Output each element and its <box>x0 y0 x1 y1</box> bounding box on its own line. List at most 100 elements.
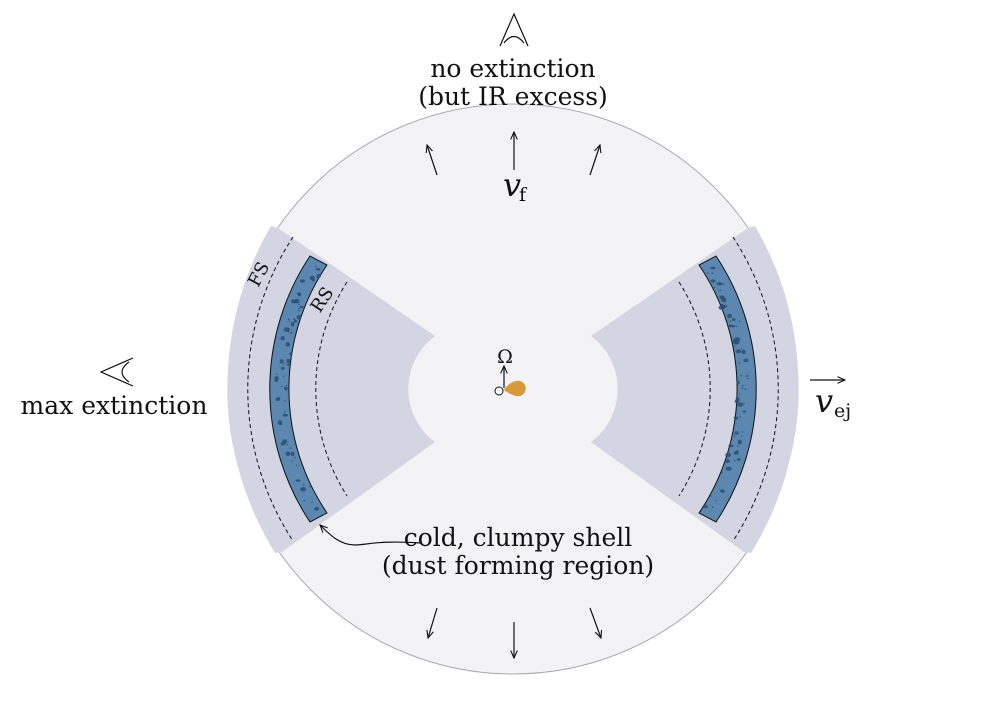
forward-shock-left <box>247 236 294 542</box>
dust-clump <box>736 458 741 461</box>
shell-label-line1: cold, clumpy shell <box>404 523 633 552</box>
dust-clump <box>284 386 288 391</box>
dust-clump <box>737 445 739 447</box>
dust-clump <box>298 303 300 306</box>
dust-clump <box>743 358 749 363</box>
dust-clump <box>742 384 744 387</box>
arrow-down-left <box>428 607 438 638</box>
shell-label-line2: (dust forming region) <box>382 551 654 580</box>
dust-clump <box>284 411 286 413</box>
dust-clump <box>284 400 286 402</box>
dust-clump <box>279 359 284 364</box>
dust-clump <box>288 343 290 346</box>
dust-clump <box>744 388 746 391</box>
arrow-up-right <box>589 145 600 176</box>
dust-clumps-right <box>702 266 749 509</box>
dust-clump <box>719 295 725 300</box>
dust-clump <box>280 385 283 388</box>
dust-clump <box>727 313 732 319</box>
dust-clump <box>742 410 747 413</box>
dust-clump <box>309 485 311 488</box>
dust-clump <box>294 318 296 321</box>
dust-clump <box>285 451 291 457</box>
dust-clump <box>283 363 285 365</box>
dust-clump <box>289 352 293 356</box>
v-f-symbol: v <box>503 166 521 204</box>
dust-clump <box>737 439 743 445</box>
dust-clump <box>731 318 736 321</box>
dust-clump <box>315 265 317 268</box>
dust-clump <box>293 320 298 323</box>
dust-clump <box>298 310 300 312</box>
dust-clump <box>294 443 297 445</box>
dust-clump <box>314 507 320 511</box>
dust-clump <box>288 318 290 321</box>
dust-clump <box>710 279 716 283</box>
v-ej-subscript: ej <box>834 400 851 422</box>
dust-clump <box>745 375 747 377</box>
dust-clump <box>299 279 306 283</box>
dust-clump <box>302 486 305 489</box>
dust-shell-left <box>269 255 328 523</box>
dust-clump <box>298 307 300 310</box>
top-observer-label-line2: (but IR excess) <box>418 82 608 111</box>
dust-clump <box>733 459 736 462</box>
dust-clump <box>286 358 291 364</box>
dust-clump <box>741 431 743 433</box>
companion-star <box>504 380 526 397</box>
dust-clump <box>274 378 279 383</box>
dust-clump <box>296 314 302 320</box>
dust-clump <box>728 444 734 448</box>
dust-clump <box>733 345 736 348</box>
dust-clump <box>734 431 739 435</box>
dust-clump <box>280 336 285 341</box>
dust-clump <box>295 464 298 466</box>
polar-velocity-arrows <box>320 132 845 658</box>
arrow-shell-pointer <box>320 525 421 546</box>
white-dwarf <box>494 386 504 396</box>
dust-clump <box>285 342 291 347</box>
top-observer-label-line1: no extinction <box>430 54 595 83</box>
dust-clump <box>287 330 290 333</box>
dust-clump <box>291 460 293 462</box>
reverse-shock-right <box>678 281 711 497</box>
dust-clump <box>297 292 302 297</box>
dust-clump <box>735 450 739 455</box>
dust-clump <box>280 366 285 370</box>
right-equatorial-ejecta <box>591 226 799 553</box>
dust-clump <box>738 362 740 364</box>
dust-clump <box>290 331 293 334</box>
dust-clump <box>729 324 731 326</box>
dust-clump <box>715 499 717 502</box>
dust-clump <box>711 506 714 509</box>
dust-clump <box>740 348 743 350</box>
arrow-up-left <box>427 145 438 176</box>
dust-clump <box>725 452 732 458</box>
dust-shell-right <box>698 255 757 523</box>
v-f-subscript: f <box>519 184 528 206</box>
dust-clump <box>747 377 749 380</box>
dust-clump <box>737 402 744 407</box>
dust-clump <box>316 273 322 278</box>
dust-clump <box>740 435 743 437</box>
dust-clump <box>311 501 313 504</box>
arrow-down-right <box>589 607 601 638</box>
dust-clump <box>286 443 289 446</box>
dust-clump <box>294 456 296 459</box>
dust-clump <box>288 320 291 323</box>
dust-clump <box>747 375 749 377</box>
dust-clump <box>741 387 744 389</box>
dust-clump <box>283 327 290 332</box>
dust-clump <box>739 393 741 395</box>
eye-icon <box>499 12 529 47</box>
dust-clump <box>286 363 292 366</box>
dust-clump <box>736 380 740 385</box>
dust-clump <box>285 385 288 387</box>
dust-clump <box>302 483 305 486</box>
dust-clump <box>282 375 285 378</box>
dust-clump <box>275 398 280 401</box>
dust-clump <box>733 340 740 345</box>
dust-clump <box>729 320 732 322</box>
dust-clump <box>295 479 301 482</box>
